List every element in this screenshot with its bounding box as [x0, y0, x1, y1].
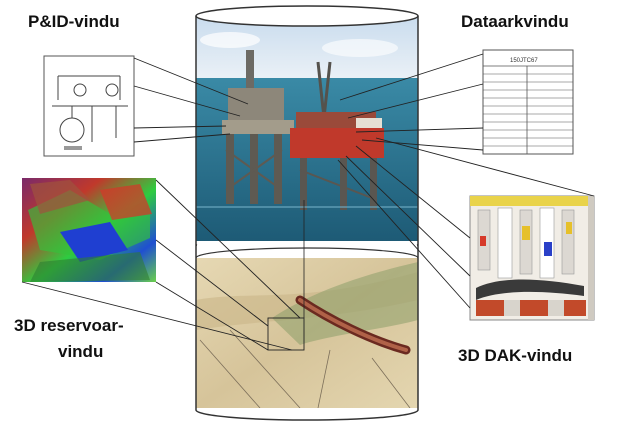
datasheet-window: 150JTC67 — [482, 49, 574, 155]
cylinder-illustration — [195, 5, 419, 421]
reservoir-3d-window — [22, 178, 156, 282]
datasheet-rows — [483, 73, 573, 147]
cad-pipework — [476, 207, 586, 316]
pid-window — [43, 55, 135, 157]
cad-3d-window — [469, 195, 595, 321]
reservoir-window-label-line2: vindu — [58, 342, 104, 361]
reservoir-window-label-line1: 3D reservoar- — [14, 316, 124, 335]
pid-window-label: P&ID-vindu — [28, 12, 120, 31]
platform-left — [222, 50, 294, 204]
offshore-platform-photo — [196, 16, 418, 241]
subsurface-view — [196, 258, 418, 408]
connector-lines — [21, 53, 595, 351]
datasheet-window-label: Dataarkvindu — [461, 12, 569, 31]
datasheet-tag: 150JTC67 — [510, 58, 538, 64]
cad-window-label: 3D DAK-vindu — [458, 346, 573, 365]
